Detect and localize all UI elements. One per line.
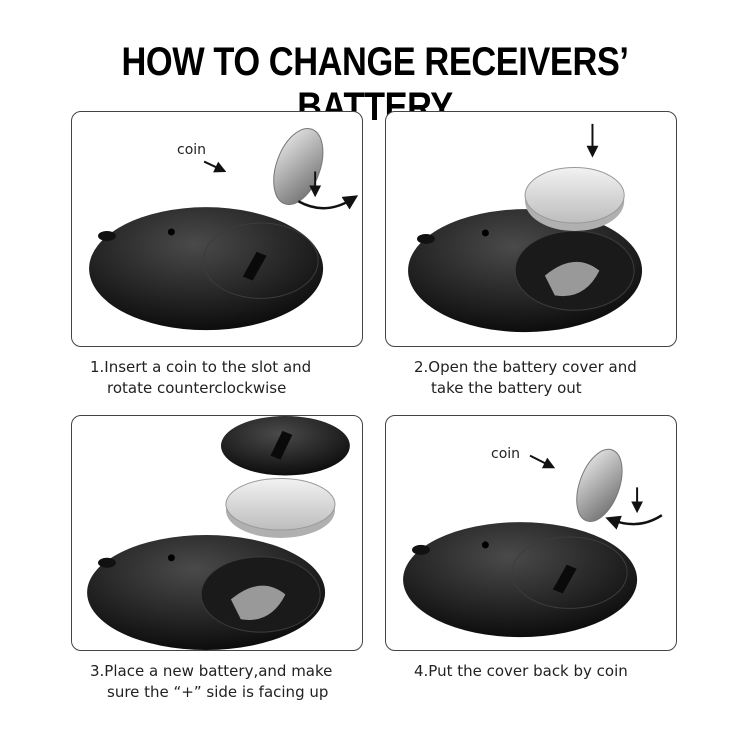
page-title: HOW TO CHANGE RECEIVERS’ BATTERY — [121, 40, 629, 129]
caption-line: rotate counterclockwise — [107, 379, 287, 397]
receiver-close-illustration — [403, 448, 663, 638]
arrow-icon — [203, 160, 227, 173]
caption-line: 3.Place a new battery,and make — [90, 662, 333, 680]
receiver-new-battery-illustration — [87, 416, 350, 650]
step-3-caption: 3.Place a new battery,and make sure the … — [90, 661, 332, 703]
step-2-panel — [385, 111, 677, 347]
battery-icon — [225, 477, 336, 531]
caption-line: sure the “+” side is facing up — [107, 683, 329, 701]
receiver-open-illustration — [408, 123, 643, 333]
receiver-with-coin-illustration — [89, 128, 359, 331]
coin-icon — [273, 128, 324, 206]
step-2-caption: 2.Open the battery cover and take the ba… — [414, 357, 637, 399]
step-1-panel: coin — [71, 111, 363, 347]
coin-label: coin — [491, 446, 521, 462]
arrow-icon — [529, 454, 556, 469]
caption-line: take the battery out — [431, 379, 582, 397]
step-4-panel: coin — [385, 415, 677, 651]
battery-icon — [524, 167, 625, 224]
step-1-caption: 1.Insert a coin to the slot and rotate c… — [90, 357, 311, 399]
caption-line: 2.Open the battery cover and — [414, 358, 637, 376]
rotate-arrow-icon — [605, 514, 663, 530]
rotate-arrow-icon — [297, 195, 359, 210]
caption-line: 1.Insert a coin to the slot and — [90, 358, 312, 376]
step-3-panel — [71, 415, 363, 651]
coin-icon — [576, 448, 623, 522]
caption-line: 4.Put the cover back by coin — [414, 662, 628, 680]
coin-label: coin — [177, 142, 207, 158]
step-4-caption: 4.Put the cover back by coin — [414, 661, 628, 682]
